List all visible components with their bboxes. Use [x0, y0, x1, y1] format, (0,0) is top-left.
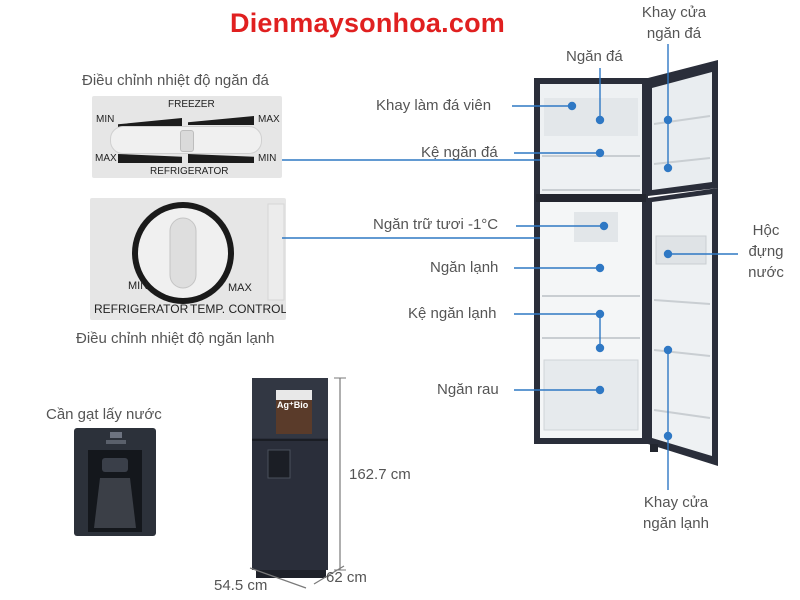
- height-dimension: 162.7 cm: [349, 466, 411, 483]
- callout-khay-lam-da: Khay làm đá viên: [376, 97, 492, 114]
- depth-dimension: 62 cm: [326, 569, 367, 586]
- water-lever-icon: [88, 432, 142, 532]
- fridge-refrigerator-label: REFRIGERATOR: [94, 302, 189, 316]
- callout-hoc-dung-nuoc: Hộc đựng nước: [748, 222, 784, 281]
- callout-ngan-tru-tuoi: Ngăn trữ tươi -1°C: [373, 216, 499, 233]
- refrigerator-min-label: MIN: [258, 153, 277, 164]
- callout-lines: [282, 44, 738, 490]
- freezer-max-label: MAX: [258, 114, 280, 125]
- callout-khay-cua-ngan-lanh: Khay cửa ngăn lạnh: [643, 494, 709, 532]
- freezer-control-panel: FREEZER MIN MAX MAX MIN REFRIGERATOR: [92, 96, 282, 178]
- callout-ngan-da: Ngăn đá: [566, 48, 623, 65]
- refrigerator-max-label: MAX: [95, 153, 117, 164]
- fridge-control-panel: MIN MAX REFRIGERATOR TEMP. CONTROL: [90, 198, 286, 320]
- freezer-scale-left: [118, 118, 182, 127]
- freezer-control-title: Điều chỉnh nhiệt độ ngăn đá: [82, 72, 269, 89]
- refrigerator-scale-right: [188, 154, 254, 163]
- refrigerator-label: REFRIGERATOR: [150, 166, 229, 177]
- fridge-max-label: MAX: [228, 282, 252, 294]
- fridge-control-title: Điều chỉnh nhiệt độ ngăn lạnh: [76, 330, 275, 347]
- callout-ke-ngan-da: Kệ ngăn đá: [421, 144, 498, 161]
- freezer-door: [652, 72, 712, 190]
- product-badge: Ag⁺Bio: [277, 400, 309, 410]
- callout-ngan-lanh: Ngăn lạnh: [430, 259, 499, 276]
- width-dimension: 54.5 cm: [214, 577, 268, 594]
- dispenser-title: Cần gạt lấy nước: [46, 406, 162, 423]
- callout-ke-ngan-lanh: Kệ ngăn lạnh: [408, 305, 497, 322]
- temperature-dial-icon: [132, 202, 285, 304]
- site-title: Dienmaysonhoa.com: [230, 8, 505, 38]
- fridge-min-label: MIN: [128, 280, 149, 292]
- freezer-scale-right: [188, 116, 254, 125]
- callout-khay-cua-ngan-da: Khay cửa ngăn đá: [641, 4, 707, 42]
- callout-ngan-rau: Ngăn rau: [437, 381, 499, 398]
- control-slider-knob[interactable]: [180, 130, 194, 152]
- freezer-min-label: MIN: [96, 114, 115, 125]
- freezer-label: FREEZER: [168, 99, 215, 110]
- fridge-temp-control-label: TEMP. CONTROL: [190, 302, 286, 316]
- refrigerator-scale-left: [118, 154, 182, 163]
- water-dispenser-image: [74, 428, 156, 536]
